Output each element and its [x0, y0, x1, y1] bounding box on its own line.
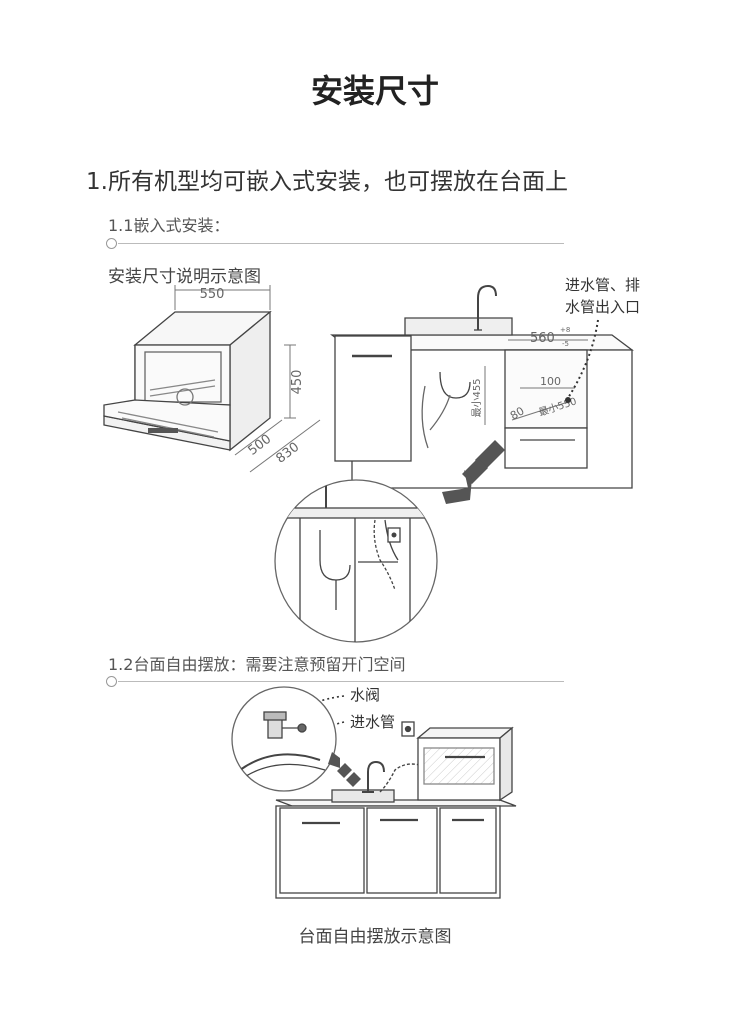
- callout-pipe-inlet-line2: 水管出入口: [565, 298, 640, 316]
- dim-cabinet-width-560: 560: [530, 331, 555, 346]
- built-in-diagram-caption: 安装尺寸说明示意图: [108, 267, 261, 287]
- dim-width-550: 550: [200, 287, 225, 302]
- zoom-circle-valve-detail: [231, 686, 337, 792]
- callout-leader-line: [567, 319, 599, 399]
- label-water-valve: 水阀: [350, 686, 380, 704]
- countertop-diagram-caption: 台面自由摆放示意图: [298, 927, 452, 947]
- unit-dimension-lines: [174, 285, 321, 473]
- dim-tolerance-minus: -5: [562, 340, 569, 348]
- label-inlet-pipe: 进水管: [350, 713, 395, 731]
- section-heading: 1.所有机型均可嵌入式安装，也可摆放在台面上: [86, 169, 568, 195]
- timeline-dot: [106, 238, 117, 249]
- water-valve-icon: [239, 711, 326, 781]
- timeline-dot: [106, 676, 117, 687]
- timeline-line: [118, 681, 564, 682]
- dim-side-80: 80: [508, 404, 527, 422]
- page-title: 安装尺寸: [310, 72, 439, 110]
- timeline-line: [118, 243, 564, 244]
- cabinet-dimension-lines: [484, 339, 588, 425]
- dishwasher-unit-drawing: [103, 310, 272, 452]
- subsection-heading-built-in: 1.1嵌入式安装：: [108, 216, 230, 235]
- countertop-dishwasher-drawing: [416, 726, 514, 802]
- dim-pipe-offset-100: 100: [540, 375, 561, 388]
- subsection-heading-countertop: 1.2台面自由摆放：需要注意预留开门空间: [108, 655, 406, 674]
- countertop-kitchen-drawing: [275, 789, 517, 899]
- dim-height-450: 450: [290, 370, 305, 395]
- zoom-detail-content: [275, 480, 437, 642]
- kitchen-cabinet-drawing: [330, 284, 634, 489]
- dim-cabinet-height-min455: 最小455: [471, 378, 483, 417]
- direction-arrow-icon: [442, 440, 505, 504]
- dim-tolerance-plus: +8: [560, 326, 570, 334]
- dim-depth-500: 500: [245, 432, 274, 459]
- countertop-arrow-icon: [328, 752, 361, 787]
- pipe-inlet-marker: [565, 397, 571, 403]
- faucet-icon: [362, 760, 385, 793]
- wall-socket-icon: [401, 721, 415, 737]
- dim-depth-830: 830: [273, 440, 302, 467]
- zoom-circle-sink-detail: [274, 479, 438, 643]
- callout-pipe-inlet-line1: 进水管、排: [565, 276, 640, 294]
